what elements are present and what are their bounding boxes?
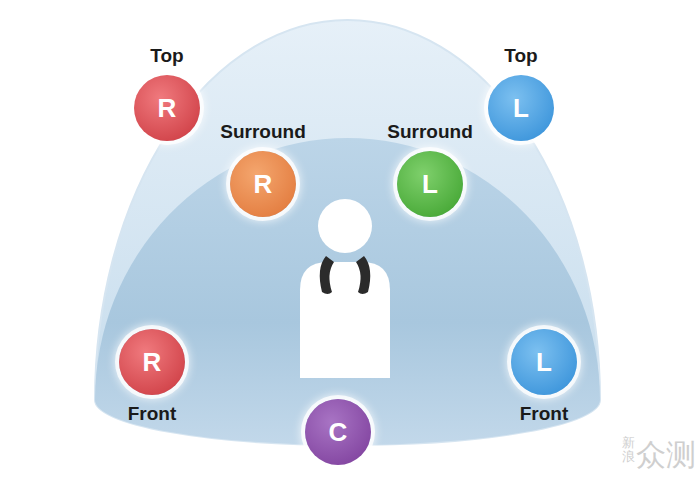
listener-head bbox=[318, 199, 372, 253]
channel-letter: R bbox=[143, 349, 162, 375]
channel-letter: C bbox=[329, 419, 348, 445]
position-heading: Front bbox=[128, 403, 177, 425]
channel-letter: L bbox=[536, 349, 552, 375]
channel-letter: L bbox=[513, 95, 529, 121]
speaker-node: SurroundL bbox=[387, 121, 473, 217]
speaker-circle: R bbox=[119, 329, 185, 395]
speaker-circle: L bbox=[488, 75, 554, 141]
speaker-circle: L bbox=[511, 329, 577, 395]
position-heading: Surround bbox=[387, 121, 473, 143]
position-heading: Surround bbox=[220, 121, 306, 143]
position-heading: Top bbox=[504, 45, 537, 67]
speaker-node: TopL bbox=[488, 45, 554, 141]
headphone-left bbox=[320, 256, 334, 294]
speaker-node: TopR bbox=[134, 45, 200, 141]
position-heading: Top bbox=[150, 45, 183, 67]
position-heading: Front bbox=[520, 403, 569, 425]
headphone-right bbox=[356, 256, 370, 294]
listener-body bbox=[300, 262, 390, 378]
speaker-node: SurroundR bbox=[220, 121, 306, 217]
channel-letter: R bbox=[254, 171, 273, 197]
speaker-node: C bbox=[305, 399, 371, 465]
speaker-circle: C bbox=[305, 399, 371, 465]
dome-inner bbox=[95, 138, 600, 445]
speaker-circle: L bbox=[397, 151, 463, 217]
watermark-vertical: 新浪 bbox=[622, 436, 635, 465]
speaker-node: L Front bbox=[511, 329, 577, 425]
speaker-circle: R bbox=[230, 151, 296, 217]
speaker-node: R Front bbox=[119, 329, 185, 425]
speaker-circle: R bbox=[134, 75, 200, 141]
watermark-text: 众测 bbox=[636, 440, 696, 470]
channel-letter: R bbox=[158, 95, 177, 121]
dome-outer bbox=[95, 20, 600, 445]
channel-letter: L bbox=[422, 171, 438, 197]
